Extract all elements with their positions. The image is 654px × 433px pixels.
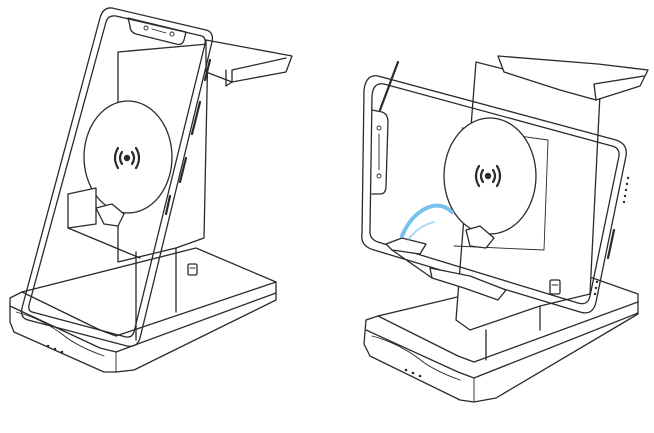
right-stand-view xyxy=(361,55,649,403)
left-top-shelf xyxy=(205,39,293,87)
left-watch-pad xyxy=(187,263,198,276)
charging-glow-indicator xyxy=(400,203,454,241)
right-watch-pad xyxy=(549,279,561,295)
right-phone-cradle xyxy=(385,237,507,301)
wireless-charging-icon xyxy=(113,146,141,170)
left-stand-view xyxy=(9,7,293,373)
left-base xyxy=(9,247,277,373)
right-phone xyxy=(361,60,630,314)
right-top-shelf xyxy=(497,55,649,101)
wireless-charging-icon xyxy=(474,164,502,188)
left-phone xyxy=(20,7,214,347)
